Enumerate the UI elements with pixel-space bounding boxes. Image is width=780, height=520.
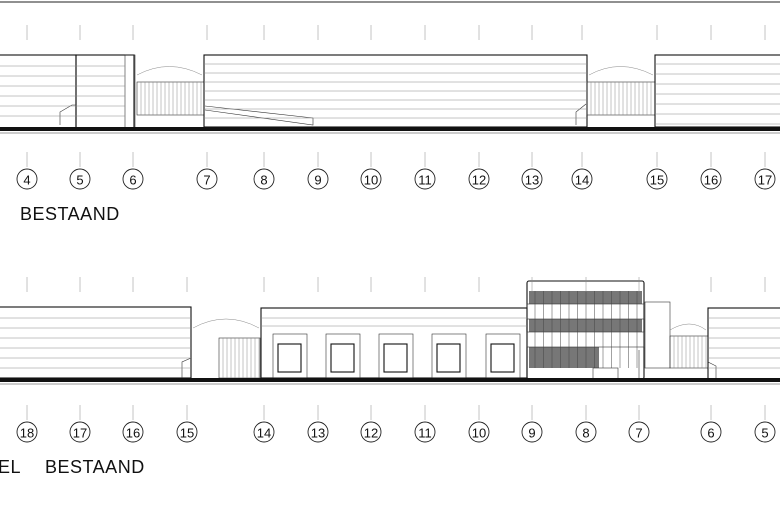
grid-label: 14 (257, 426, 271, 441)
grid-axis: 7 (628, 277, 650, 443)
grid-bubble (628, 421, 650, 443)
grid-axis: 7 (196, 25, 218, 190)
grid-bubble (253, 421, 275, 443)
grid-axis: 16 (122, 277, 144, 443)
top-grid-axes: 4 5 6 7 8 9 10 11 12 13 14 15 16 17 (16, 25, 776, 190)
grid-label: 17 (73, 426, 87, 441)
grid-bubble (69, 168, 91, 190)
grid-label: 12 (472, 173, 486, 188)
grid-label: 11 (418, 426, 432, 441)
bottom-elevation: 18 17 16 15 14 13 12 11 10 9 8 7 6 5 EL BESTAAND (0, 277, 780, 477)
dock-door (436, 343, 461, 373)
grid-axis: 6 (700, 277, 722, 443)
grid-bubble (700, 421, 722, 443)
bottom-elevation-caption-prefix: EL (0, 457, 21, 477)
grid-axis: 12 (468, 25, 490, 190)
grid-label: 17 (758, 173, 772, 188)
grid-axis: 12 (360, 277, 382, 443)
grid-label: 15 (180, 426, 194, 441)
grid-bubble (468, 168, 490, 190)
grid-label: 8 (260, 173, 267, 188)
dock-door (490, 343, 515, 373)
grid-axis: 17 (754, 25, 776, 190)
grid-axis: 5 (754, 277, 776, 443)
grid-label: 5 (76, 173, 83, 188)
grid-label: 5 (761, 426, 768, 441)
grid-label: 13 (525, 173, 539, 188)
bottom-elevation-caption: BESTAAND (45, 457, 145, 477)
bottom-grid-axes: 18 17 16 15 14 13 12 11 10 9 8 7 6 5 (16, 277, 776, 443)
top-elevation-caption: BESTAAND (20, 204, 120, 224)
grid-bubble (414, 168, 436, 190)
grid-axis: 16 (700, 25, 722, 190)
grid-axis: 18 (16, 277, 38, 443)
grid-axis: 14 (253, 277, 275, 443)
grid-axis: 4 (16, 25, 38, 190)
grid-label: 16 (126, 426, 140, 441)
top-elevation: 4 5 6 7 8 9 10 11 12 13 14 15 16 17 BESTAAND (0, 25, 780, 224)
grid-axis: 8 (253, 25, 275, 190)
grid-axis: 5 (69, 25, 91, 190)
grid-bubble (468, 421, 490, 443)
grid-label: 7 (635, 426, 642, 441)
grid-label: 6 (129, 173, 136, 188)
grid-axis: 8 (575, 277, 597, 443)
grid-bubble (69, 421, 91, 443)
grid-label: 15 (650, 173, 664, 188)
grid-axis: 17 (69, 277, 91, 443)
grid-label: 10 (472, 426, 486, 441)
grid-axis: 14 (571, 25, 593, 190)
grid-label: 10 (364, 173, 378, 188)
grid-label: 12 (364, 426, 378, 441)
grid-bubble (122, 421, 144, 443)
dock-door (383, 343, 408, 373)
grid-label: 4 (23, 173, 30, 188)
grid-bubble (196, 168, 218, 190)
dock-door (330, 343, 355, 373)
grid-label: 9 (528, 426, 535, 441)
grid-bubble (253, 168, 275, 190)
grid-bubble (571, 168, 593, 190)
grid-axis: 15 (176, 277, 198, 443)
grid-bubble (307, 421, 329, 443)
bottom-buildings (0, 280, 780, 385)
grid-bubble (646, 168, 668, 190)
grid-bubble (414, 421, 436, 443)
grid-axis: 10 (360, 25, 382, 190)
grid-bubble (176, 421, 198, 443)
grid-bubble (360, 168, 382, 190)
grid-label: 18 (20, 426, 34, 441)
grid-label: 11 (418, 173, 432, 188)
grid-axis: 11 (414, 25, 436, 190)
grid-axis: 9 (521, 277, 543, 443)
grid-bubble (521, 168, 543, 190)
grid-label: 6 (707, 426, 714, 441)
grid-bubble (754, 168, 776, 190)
grid-label: 14 (575, 173, 589, 188)
grid-bubble (16, 421, 38, 443)
grid-axis: 9 (307, 25, 329, 190)
top-buildings (0, 54, 780, 134)
grid-label: 9 (314, 173, 321, 188)
grid-bubble (307, 168, 329, 190)
grid-axis: 6 (122, 25, 144, 190)
grid-bubble (754, 421, 776, 443)
grid-label: 16 (704, 173, 718, 188)
dock-door (277, 343, 302, 373)
grid-bubble (700, 168, 722, 190)
grid-bubble (122, 168, 144, 190)
grid-bubble (360, 421, 382, 443)
grid-bubble (521, 421, 543, 443)
grid-axis: 15 (646, 25, 668, 190)
grid-bubble (16, 168, 38, 190)
grid-axis: 11 (414, 277, 436, 443)
grid-bubble (575, 421, 597, 443)
grid-label: 7 (203, 173, 210, 188)
grid-axis: 10 (468, 277, 490, 443)
grid-label: 13 (311, 426, 325, 441)
grid-label: 8 (582, 426, 589, 441)
grid-axis: 13 (307, 277, 329, 443)
grid-axis: 13 (521, 25, 543, 190)
